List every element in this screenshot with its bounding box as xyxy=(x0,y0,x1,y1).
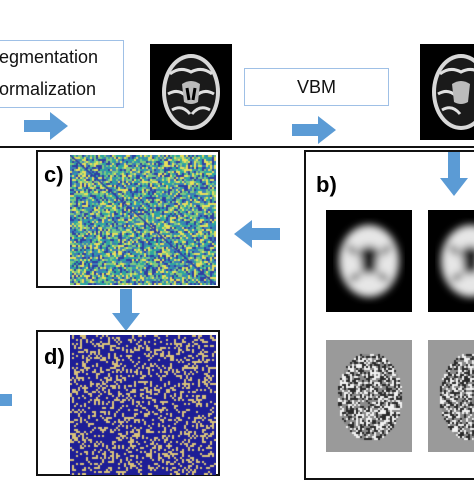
correlation-heatmap xyxy=(70,155,216,285)
normalization-label: ormalization xyxy=(0,79,97,99)
segmentation-box: egmentation ormalization xyxy=(0,40,124,108)
vbm-brain-image xyxy=(420,44,474,140)
segmentation-label: egmentation xyxy=(0,47,99,67)
vbm-label: VBM xyxy=(296,77,336,97)
smoothed-brain-image xyxy=(428,210,474,312)
texture-brain-image xyxy=(326,340,412,452)
vbm-box: VBM xyxy=(244,68,389,106)
panel-b-label: b) xyxy=(316,172,337,197)
panel-d-label: d) xyxy=(44,344,65,369)
left-arrow-icon xyxy=(234,220,280,248)
smoothed-brain-image xyxy=(326,210,412,312)
left-arrow-icon xyxy=(0,386,12,414)
down-arrow-icon xyxy=(440,152,468,196)
binary-matrix xyxy=(70,335,216,475)
panel-c-label: c) xyxy=(44,162,64,187)
panel-d: d) xyxy=(36,330,220,476)
right-arrow-icon xyxy=(24,112,68,140)
texture-brain-image xyxy=(428,340,474,452)
segmented-brain-image xyxy=(150,44,232,140)
down-arrow-icon xyxy=(112,289,140,331)
right-arrow-icon xyxy=(292,116,336,144)
divider-line xyxy=(0,146,474,148)
panel-c: c) xyxy=(36,150,220,288)
